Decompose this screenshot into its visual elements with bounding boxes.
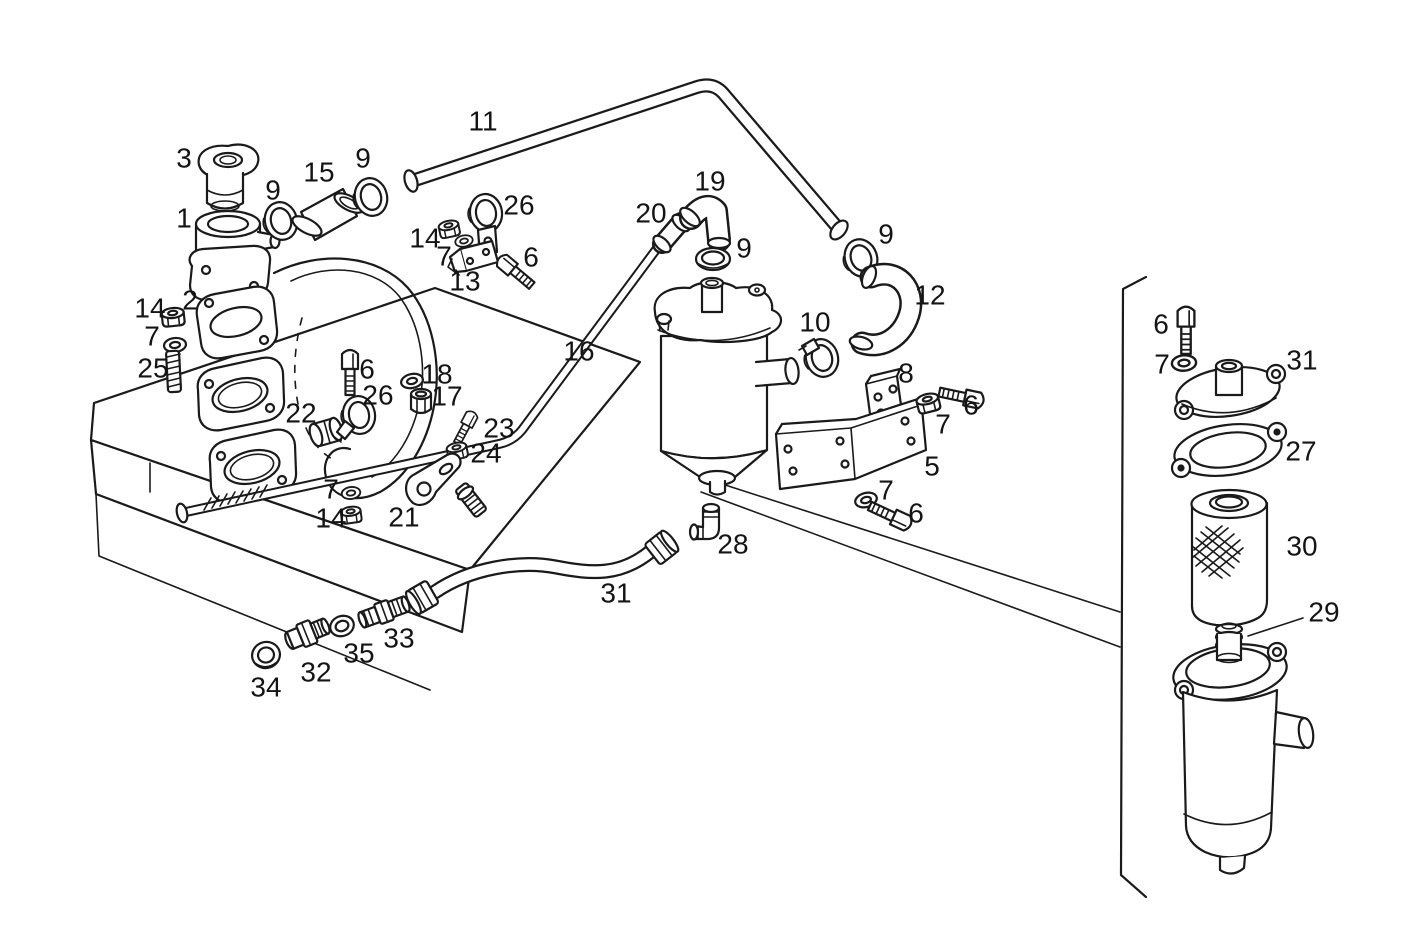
part-label-6-44: 6 xyxy=(1153,309,1169,340)
part-label-5-24: 5 xyxy=(924,451,940,482)
part-label-10-20: 10 xyxy=(799,307,830,338)
part-label-32-42: 32 xyxy=(300,657,331,688)
stud-25 xyxy=(165,349,183,394)
part-label-29-49: 29 xyxy=(1308,597,1339,628)
part-label-26-31: 26 xyxy=(362,380,393,411)
filter-housing xyxy=(1172,632,1315,875)
nipple-near-21 xyxy=(455,482,487,518)
part-label-14-7: 14 xyxy=(134,293,165,324)
gasket-2 xyxy=(195,285,279,360)
part-label-17-29: 17 xyxy=(431,381,462,412)
elbow-19 xyxy=(679,194,732,252)
part-label-7-25: 7 xyxy=(878,475,894,506)
breather-cap-3 xyxy=(197,143,260,212)
part-label-8-21: 8 xyxy=(898,358,914,389)
lever-21 xyxy=(405,452,462,507)
hose-31 xyxy=(405,529,680,616)
pipe-11 xyxy=(403,78,849,241)
leader-29 xyxy=(1247,617,1304,637)
part-label-18-28: 18 xyxy=(421,359,452,390)
element-hatch xyxy=(1191,525,1244,579)
part-label-24-34: 24 xyxy=(470,438,501,469)
washer-35 xyxy=(329,614,355,638)
part-label-19-15: 19 xyxy=(694,166,725,197)
ring-9-c xyxy=(694,246,732,272)
part-label-6-26: 6 xyxy=(908,498,924,529)
pipe-hatch xyxy=(203,484,268,511)
detail-leader-upper xyxy=(718,482,1121,613)
ring-34 xyxy=(250,640,282,670)
part-label-13-12: 13 xyxy=(449,266,480,297)
part-label-2-6: 2 xyxy=(182,285,198,316)
clamp-26-lower xyxy=(332,392,380,443)
part-label-31-39: 31 xyxy=(600,578,631,609)
part-label-16-27: 16 xyxy=(563,336,594,367)
part-label-9-18: 9 xyxy=(878,219,894,250)
nut-14-upper xyxy=(436,217,462,240)
part-label-28-38: 28 xyxy=(717,529,748,560)
detail-bracket-line xyxy=(1119,275,1148,899)
part-label-34-43: 34 xyxy=(250,672,281,703)
fitting-17 xyxy=(409,387,433,415)
part-label-6-22: 6 xyxy=(963,390,979,421)
hose-12 xyxy=(848,262,923,357)
part-label-20-16: 20 xyxy=(635,198,666,229)
separator-canister xyxy=(653,276,800,496)
part-label-14-36: 14 xyxy=(315,503,346,534)
part-label-7-8: 7 xyxy=(144,321,160,352)
part-label-3-0: 3 xyxy=(176,143,192,174)
part-label-35-41: 35 xyxy=(343,638,374,669)
part-label-1-5: 1 xyxy=(176,203,192,234)
part-label-30-48: 30 xyxy=(1286,531,1317,562)
part-label-9-3: 9 xyxy=(355,143,371,174)
bracket-5 xyxy=(774,396,928,491)
part-label-23-33: 23 xyxy=(483,413,514,444)
part-label-12-19: 12 xyxy=(914,280,945,311)
part-label-9-1: 9 xyxy=(265,175,281,206)
part-label-6-32: 6 xyxy=(359,354,375,385)
elbow-28 xyxy=(688,502,721,541)
part-label-33-40: 33 xyxy=(383,623,414,654)
part-label-7-23: 7 xyxy=(935,409,951,440)
part-label-6-14: 6 xyxy=(523,242,539,273)
part-label-31-46: 31 xyxy=(1286,345,1317,376)
filter-cover-31 xyxy=(1173,358,1287,421)
part-label-7-45: 7 xyxy=(1154,349,1170,380)
part-label-7-11: 7 xyxy=(436,241,452,272)
part-label-21-37: 21 xyxy=(388,502,419,533)
washer-7-right xyxy=(1170,353,1198,373)
detail-leader-lower xyxy=(700,491,1121,648)
part-label-9-17: 9 xyxy=(736,233,752,264)
filter-element-30 xyxy=(1190,488,1269,627)
gasket-27 xyxy=(1170,421,1288,479)
part-label-14-10: 14 xyxy=(409,223,440,254)
part-label-22-30: 22 xyxy=(285,398,316,429)
clamp-10 xyxy=(798,334,844,383)
fitting-32 xyxy=(284,617,331,650)
part-label-15-2: 15 xyxy=(303,157,334,188)
sleeve-15 xyxy=(291,187,365,242)
part-label-7-35: 7 xyxy=(323,474,339,505)
cover-port-upper xyxy=(196,356,286,432)
part-label-11-4: 11 xyxy=(468,106,497,137)
breather-pipe-16 xyxy=(175,242,663,524)
part-label-26-13: 26 xyxy=(503,190,534,221)
bolt-6-right xyxy=(1176,305,1196,356)
part-label-25-9: 25 xyxy=(137,353,168,384)
nipple-33 xyxy=(357,595,411,629)
part-label-27-47: 27 xyxy=(1285,436,1316,467)
